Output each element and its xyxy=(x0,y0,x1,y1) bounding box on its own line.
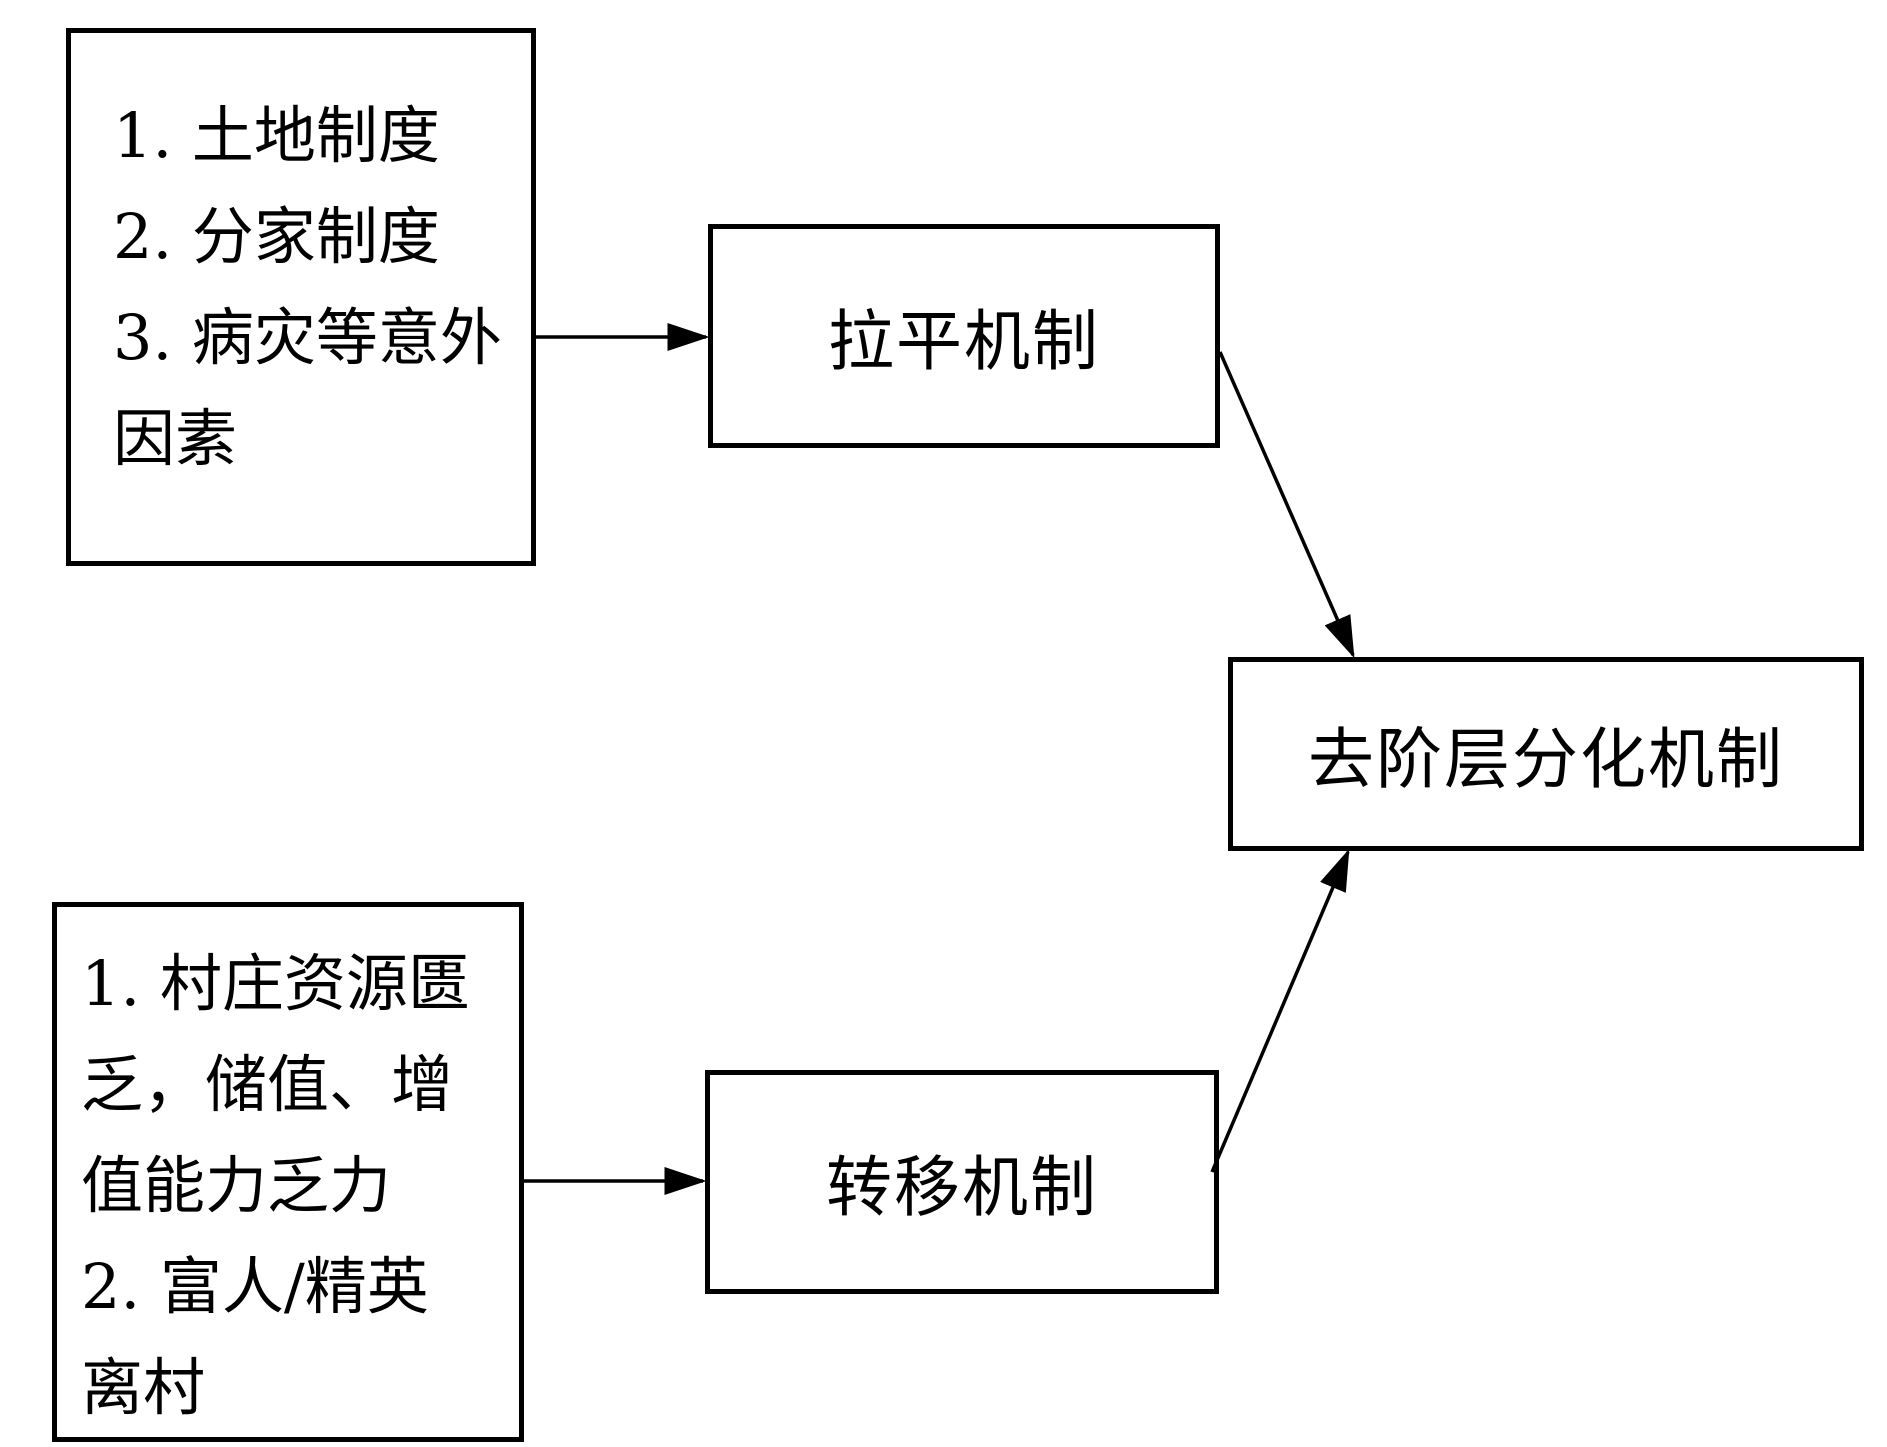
factor-line: 值能力乏力 xyxy=(81,1149,392,1222)
factor-line: 1. 土地制度 xyxy=(113,99,440,172)
arrow-transfer-to-destratification xyxy=(1210,848,1350,1173)
transfer-mechanism-box: 转移机制 xyxy=(705,1070,1219,1294)
transfer-mechanism-label: 转移机制 xyxy=(826,1149,1098,1226)
factor-list-bottom: 1. 村庄资源匮 乏，储值、增 值能力乏力 2. 富人/精英 离村 xyxy=(81,933,519,1438)
factor-line: 因素 xyxy=(113,402,238,475)
factor-line: 乏，储值、增 xyxy=(81,1048,454,1121)
destratification-mechanism-label: 去阶层分化机制 xyxy=(1308,721,1784,798)
factor-box-bottom: 1. 村庄资源匮 乏，储值、增 值能力乏力 2. 富人/精英 离村 xyxy=(52,902,524,1442)
destratification-mechanism-box: 去阶层分化机制 xyxy=(1228,657,1864,851)
factor-line: 2. 富人/精英 xyxy=(81,1250,429,1323)
factor-list-top: 1. 土地制度 2. 分家制度 3. 病灾等意外 因素 xyxy=(113,85,531,489)
factor-line: 2. 分家制度 xyxy=(113,200,440,273)
factor-line: 3. 病灾等意外 xyxy=(113,301,502,374)
leveling-mechanism-box: 拉平机制 xyxy=(708,224,1220,448)
factor-box-top: 1. 土地制度 2. 分家制度 3. 病灾等意外 因素 xyxy=(66,28,536,566)
factor-line: 离村 xyxy=(81,1351,206,1424)
arrow-leveling-to-destratification xyxy=(1218,351,1355,659)
leveling-mechanism-label: 拉平机制 xyxy=(828,303,1100,380)
factor-line: 1. 村庄资源匮 xyxy=(81,947,470,1020)
